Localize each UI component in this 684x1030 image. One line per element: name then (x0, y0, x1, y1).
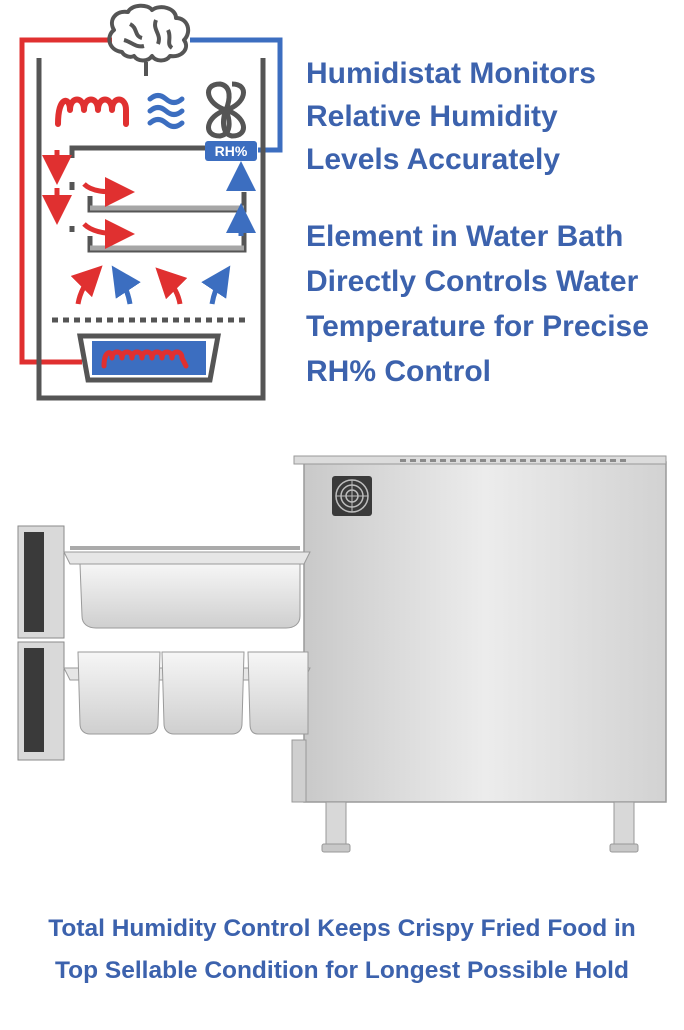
lower-drawer (17, 641, 311, 761)
cabinet-body (303, 461, 667, 803)
water-bath-icon (77, 333, 221, 383)
humidity-diagram: RH% (19, 3, 283, 401)
tagline: Total Humidity Control Keeps Crispy Frie… (48, 915, 636, 984)
heating-element-icon (55, 96, 129, 127)
brain-icon (107, 3, 191, 76)
humidistat-headline: Humidistat Monitors Relative Humidity Le… (306, 57, 596, 176)
water-bath-headline: Element in Water Bath Directly Controls … (306, 220, 649, 388)
vapor-arrow-1 (70, 265, 103, 305)
leg-right (613, 801, 635, 849)
cabinet-frame (36, 58, 266, 401)
leg-left (325, 801, 347, 849)
cool-signal-line (190, 37, 283, 153)
third-pan-1 (77, 651, 161, 735)
hot-signal-line (19, 37, 112, 365)
air-flow-icon (147, 93, 185, 129)
heat-arrow-2 (82, 218, 135, 249)
cabinet-fan-icon (332, 476, 372, 516)
heat-arrow-1 (82, 176, 135, 207)
vapor-arrow-2 (111, 265, 141, 305)
vapor-arrow-4 (201, 265, 231, 305)
vapor-arrow-3 (155, 267, 188, 305)
upper-drawer (17, 525, 311, 639)
fan-icon (206, 81, 246, 139)
rh-badge (205, 141, 257, 161)
third-pan-2 (161, 651, 245, 735)
third-pan-3 (247, 651, 309, 735)
rh-badge-label: RH% (215, 143, 248, 159)
holding-cabinet-image (17, 455, 667, 853)
full-size-pan (79, 563, 301, 629)
